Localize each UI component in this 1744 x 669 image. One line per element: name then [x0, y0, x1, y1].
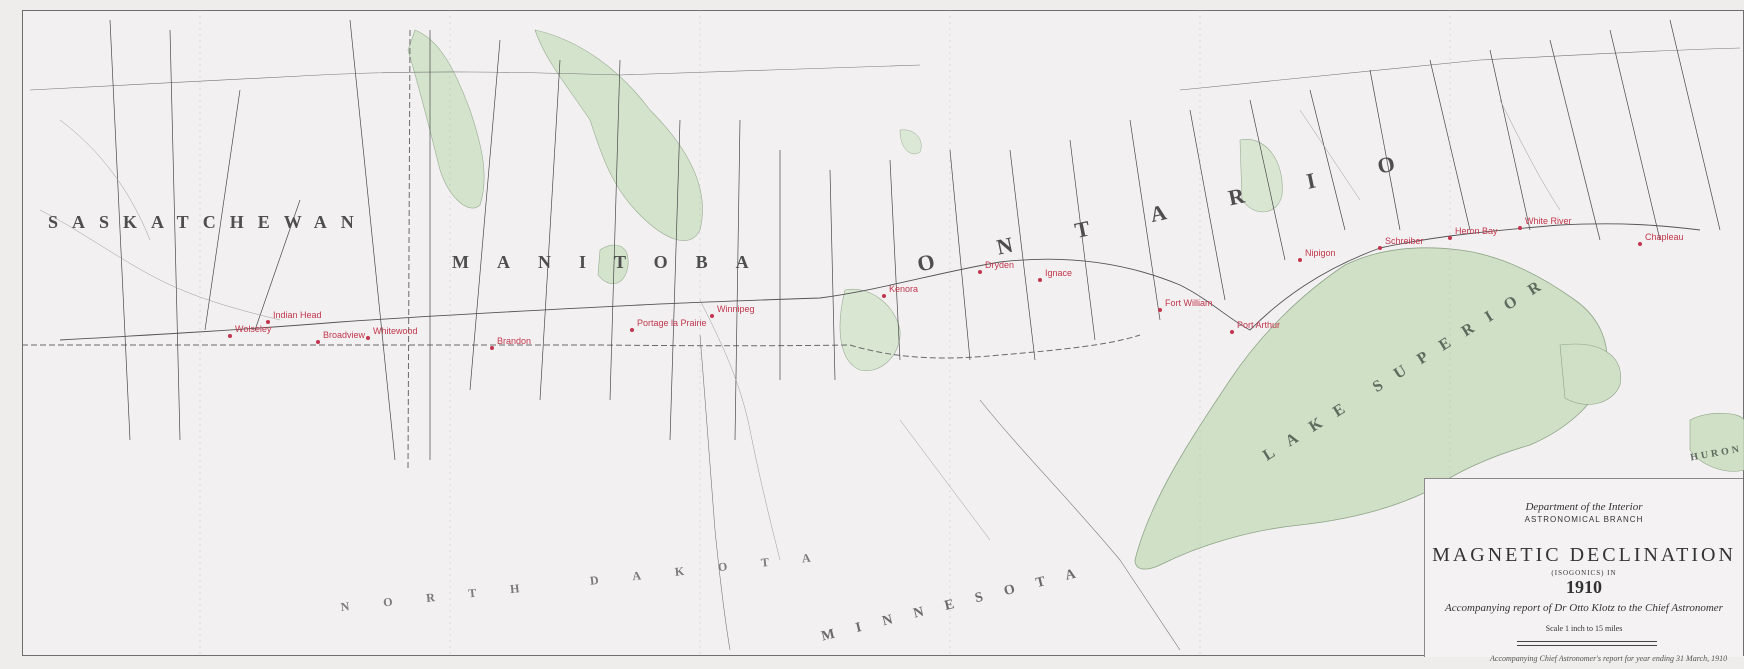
lake-huron-edge	[1689, 412, 1744, 472]
lake-superior-lobe	[1559, 343, 1621, 405]
footer-note: Accompanying Chief Astronomer's report f…	[1490, 654, 1728, 663]
isogonic-lines	[109, 19, 1721, 461]
title-branch: ASTRONOMICAL BRANCH	[1524, 515, 1644, 524]
lake-winnipegosis	[407, 29, 485, 209]
scale-bar	[1517, 641, 1657, 646]
railway-branch-3	[979, 399, 1181, 651]
boundary-sask-man	[407, 29, 411, 471]
title-scale: Scale 1 inch to 15 miles	[1545, 624, 1623, 633]
railway-branch-4	[1179, 47, 1741, 91]
lake-winnipeg-south	[597, 244, 629, 284]
region-manitoba: MANITOBA	[452, 252, 777, 272]
lake-nipigon	[1239, 139, 1283, 213]
title-sub: (ISOGONICS) IN	[1551, 569, 1617, 577]
lake-manitoba	[534, 29, 703, 241]
rivers	[39, 99, 1561, 561]
railway-main	[59, 223, 1701, 341]
region-saskatchewan: SASKATCHEWAN	[48, 212, 368, 232]
title-block: Department of the Interior ASTRONOMICAL …	[1424, 478, 1743, 657]
title-main: MAGNETIC DECLINATION	[1432, 544, 1736, 566]
title-year: 1910	[1566, 577, 1602, 597]
red-lake	[899, 129, 922, 155]
lake-of-the-woods	[839, 288, 901, 372]
title-dept: Department of the Interior	[1525, 501, 1643, 513]
railway-branch-2	[699, 334, 731, 651]
international-boundary	[22, 334, 1141, 359]
title-report: Accompanying report of Dr Otto Klotz to …	[1445, 602, 1723, 614]
railway-branch-1	[29, 64, 921, 91]
